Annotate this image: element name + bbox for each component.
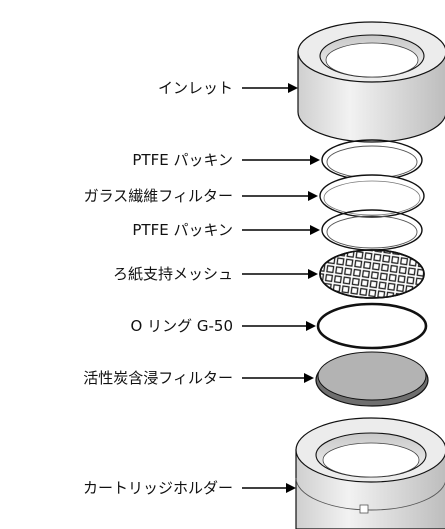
ptfe-packing-1-part xyxy=(321,139,423,181)
cartridge-holder-part xyxy=(295,417,445,529)
ptfe-packing-2-part xyxy=(321,209,423,251)
activated-carbon-filter-part xyxy=(315,351,429,407)
label-o-ring: O リング G-50 xyxy=(130,317,233,335)
label-inlet: インレット xyxy=(157,79,233,97)
label-activated-carbon-filter: 活性炭含浸フィルター xyxy=(83,369,233,387)
glass-fiber-filter-part xyxy=(319,174,425,218)
inlet-part xyxy=(297,21,445,143)
label-ptfe-packing-1: PTFE パッキン xyxy=(132,151,233,169)
label-filter-paper-mesh: ろ紙支持メッシュ xyxy=(112,265,233,283)
label-cartridge-holder: カートリッジホルダー xyxy=(82,479,233,497)
filter-paper-mesh-part xyxy=(319,249,425,299)
label-glass-fiber-filter: ガラス繊維フィルター xyxy=(83,187,233,205)
arrows xyxy=(242,83,320,493)
o-ring-part xyxy=(316,302,428,350)
label-ptfe-packing-2: PTFE パッキン xyxy=(132,221,233,239)
